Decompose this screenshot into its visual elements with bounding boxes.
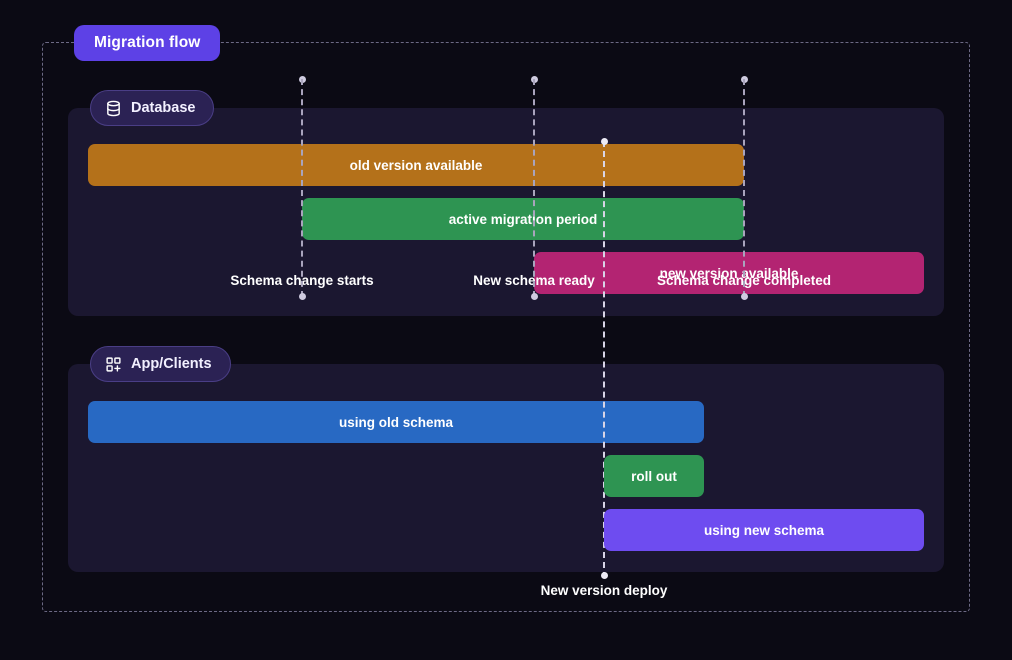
deploy-marker-line [603,141,605,578]
diagram-title-badge: Migration flow [74,25,221,61]
bar-active-migration-period: active migration period [302,198,744,240]
bar-label: using new schema [703,522,825,538]
milestone-line [743,79,745,297]
lane-label-app-clients: App/Clients [131,356,212,372]
diagram-outer-frame [42,42,970,612]
milestone-dot-bottom [530,293,538,300]
milestone-dot-bottom [740,293,748,300]
lane-pill-app-clients[interactable]: App/Clients [90,346,231,382]
milestone-dot-bottom [298,293,306,300]
page-title: Migration flow [94,34,201,51]
deploy-marker-dot-bottom [600,572,608,579]
milestone-line [533,79,535,297]
milestone-line [301,79,303,297]
lane-label-database: Database [131,100,196,116]
grid-plus-icon [105,356,122,373]
bar-new-version-available: new version available [534,252,924,294]
deploy-marker-label: New version deploy [540,583,668,598]
bar-label: old version available [349,157,483,173]
deploy-marker-dot-top [600,138,608,145]
database-icon [105,100,122,117]
lane-pill-database[interactable]: Database [90,90,215,126]
bar-using-old-schema: using old schema [88,401,704,443]
bar-label: new version available [659,265,799,281]
bar-using-new-schema: using new schema [604,509,924,551]
bar-label: roll out [631,468,677,484]
bar-label: active migration period [448,211,598,227]
bar-roll-out: roll out [604,455,704,497]
bar-old-version-available: old version available [88,144,744,186]
bar-label: using old schema [338,414,454,430]
